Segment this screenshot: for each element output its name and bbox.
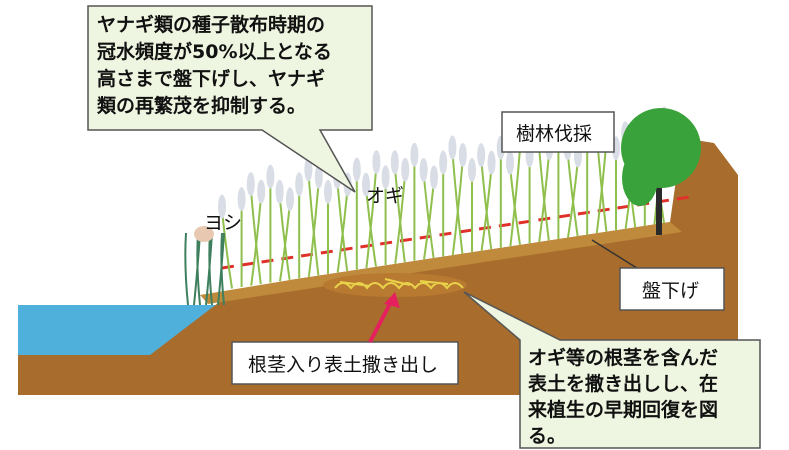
rhizome-topsoil-label-box: 根茎入り表土撒き出し: [231, 341, 459, 385]
label-rhizome-topsoil: 根茎入り表土撒き出し: [248, 354, 438, 376]
grass-stalk: [336, 180, 349, 272]
grass-plume: [458, 142, 467, 167]
grass-stalk: [537, 144, 550, 241]
grass-plume: [430, 165, 438, 190]
grass-plume: [266, 164, 275, 189]
grass-plume: [372, 150, 381, 175]
grass-stalk: [422, 173, 435, 259]
grass-plume: [468, 158, 476, 183]
grass-stalk: [451, 151, 464, 254]
label-tree-felling: 樹林伐採: [516, 123, 592, 145]
grass-plume: [304, 157, 313, 182]
grass-stalk: [365, 166, 378, 269]
grass-stalk: [393, 166, 406, 263]
grass-plume: [401, 157, 410, 182]
top-callout-line-4: 類の再繁茂を抑制する。: [96, 94, 306, 117]
grass-plume: [352, 157, 361, 182]
grass-plume: [487, 150, 496, 175]
reed-plants: [184, 226, 225, 306]
tree-felling-label-box: 樹林伐採: [501, 111, 615, 153]
grass-plume: [275, 179, 284, 204]
grass-stalk: [480, 159, 493, 250]
bottom-callout-line-3: 来植生の早期回復を図: [528, 398, 718, 421]
bottom-callout-line-1: オギ等の根茎を含んだ: [528, 346, 718, 369]
top-callout-line-3: 高さまで盤下げし、ヤナギ: [97, 67, 325, 90]
grass-plume: [257, 179, 266, 204]
grass-stalk: [249, 188, 262, 285]
top-callout: ヤナギ類の種子散布時期の 冠水頻度が50%以上となる 高さまで盤下げし、ヤナギ …: [87, 5, 373, 193]
grass-plume: [314, 164, 323, 189]
ground-lowering-label-box: 盤下げ: [591, 239, 725, 311]
grass-plume: [246, 172, 255, 197]
grass-plume: [295, 172, 304, 197]
label-reed: ヨシ: [204, 212, 242, 234]
reed-stalk: [184, 232, 189, 306]
label-ground-lowering: 盤下げ: [642, 280, 699, 302]
grass-plume: [324, 179, 332, 204]
grass-plume: [218, 194, 226, 219]
rhizome-lines: [334, 278, 464, 290]
grass-stalk: [566, 151, 579, 237]
grass-plume: [448, 135, 457, 160]
grass-plume: [439, 150, 448, 175]
soil-bank: [18, 138, 738, 395]
grass-stalk: [307, 173, 320, 276]
arrow-icon: [368, 292, 400, 343]
bottom-callout: オギ等の根茎を含んだ 表土を撒き出しし、在 来植生の早期回復を図 る。: [463, 291, 761, 449]
grass-plume: [390, 150, 399, 175]
grass-stalk: [509, 144, 522, 247]
top-callout-line-2: 冠水頻度が50%以上となる: [97, 40, 332, 63]
grass-plume: [237, 187, 246, 212]
label-ogi: オギ: [366, 185, 404, 207]
tree-icon: [621, 108, 701, 235]
reed-plume: [194, 226, 214, 242]
top-callout-line-1: ヤナギ類の種子散布時期の: [97, 13, 325, 36]
grass-plume: [381, 165, 390, 190]
grass-stalk: [278, 195, 291, 280]
grass-plume: [362, 172, 370, 197]
grass-plume: [419, 157, 428, 182]
grass-plume: [286, 187, 294, 212]
reed-stalk: [220, 232, 225, 306]
grass-plume: [477, 143, 486, 168]
grass-plume: [506, 150, 514, 175]
grass-plume: [410, 142, 419, 167]
bottom-callout-line-2: 表土を撒き出しし、在: [528, 372, 718, 395]
lowered-ground-surface: [200, 222, 682, 304]
bottom-callout-line-4: る。: [528, 425, 566, 447]
